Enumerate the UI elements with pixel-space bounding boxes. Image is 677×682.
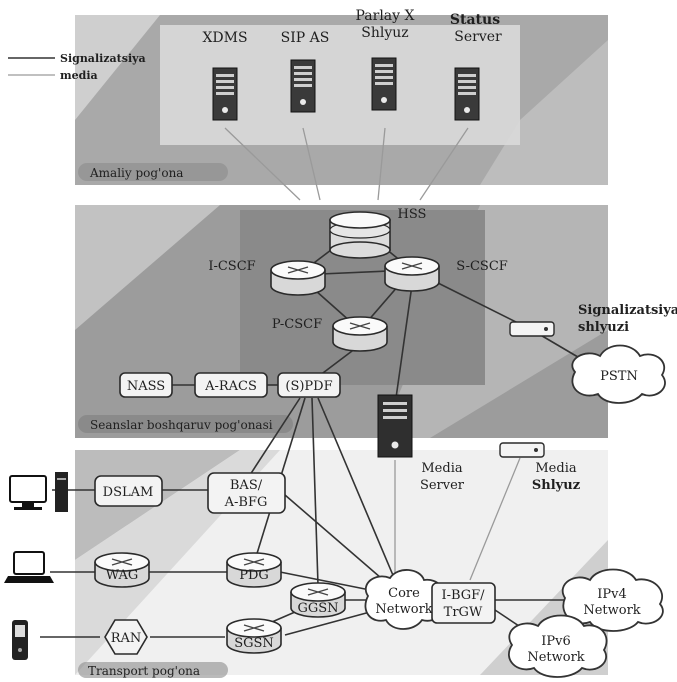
- laptop-icon: [4, 551, 54, 583]
- status-label-line1: Status: [450, 12, 500, 28]
- hss-label: HSS: [398, 207, 427, 222]
- bas-label-line2: A-BFG: [224, 495, 268, 510]
- media-gateway-label-line1: Media: [535, 461, 576, 476]
- spdf-box: (S)PDF: [277, 372, 341, 398]
- scscf-router: S-CSCF: [384, 256, 508, 292]
- server-icon: [212, 67, 238, 121]
- server-icon: [371, 57, 397, 111]
- ipv4-label-line2: Network: [583, 603, 640, 618]
- xdms-server: XDMS: [202, 30, 248, 121]
- ggsn-router: GGSN: [290, 582, 346, 618]
- ipv4-label-line1: IPv4: [597, 587, 627, 602]
- status-label-line2: Server: [454, 29, 502, 45]
- media-server-label-line2: Server: [420, 478, 465, 493]
- ipv6-network-cloud: IPv6 Network: [508, 614, 608, 678]
- media-gateway-label-line2: Shlyuz: [532, 478, 580, 493]
- session-layer-label: Seanslar boshqaruv pog'onasi: [90, 418, 273, 432]
- pcscf-router: P-CSCF: [272, 316, 388, 352]
- core-network-label-line2: Network: [375, 602, 432, 617]
- sip-as-server: SIP AS: [281, 30, 330, 113]
- media-server-label-line1: Media: [421, 461, 462, 476]
- sgsn-label: SGSN: [234, 636, 274, 651]
- pdg-router: PDG: [226, 552, 282, 588]
- router-icon: [270, 260, 326, 296]
- signal-gateway-label-line1: Signalizatsiya: [578, 303, 677, 318]
- nass-box: NASS: [119, 372, 173, 398]
- pstn-cloud: PSTN: [571, 344, 666, 404]
- wag-router: WAG: [94, 552, 150, 588]
- status-server: Status Server: [450, 12, 502, 121]
- signal-gateway: Signalizatsiya shlyuzi: [509, 303, 677, 337]
- dslam-label: DSLAM: [103, 485, 154, 500]
- wag-label: WAG: [106, 568, 139, 583]
- sip-as-label: SIP AS: [281, 30, 330, 46]
- nass-label: NASS: [127, 379, 165, 394]
- spdf-label: (S)PDF: [285, 379, 332, 394]
- sgsn-router: SGSN: [226, 618, 282, 654]
- server-icon: [290, 59, 316, 113]
- signal-legend-label: Signalizatsiya: [60, 52, 146, 65]
- ibgf-label-line2: TrGW: [444, 605, 483, 620]
- server-icon: [454, 67, 480, 121]
- application-layer: Amaliy pog'ona: [75, 15, 608, 185]
- ipv6-label-line1: IPv6: [541, 634, 571, 649]
- ran-node: RAN: [104, 619, 148, 655]
- ibgf-box: I-BGF/ TrGW: [431, 582, 496, 624]
- parlay-label-line1: Parlay X: [356, 8, 415, 24]
- ran-label: RAN: [111, 631, 142, 646]
- legend: Signalizatsiya media: [8, 52, 146, 82]
- ibgf-label-line1: I-BGF/: [441, 588, 485, 603]
- ipv4-network-cloud: IPv4 Network: [561, 568, 664, 632]
- media-server: Media Server: [377, 394, 465, 493]
- media-gateway: Media Shlyuz: [499, 442, 580, 493]
- aracs-box: A-RACS: [194, 372, 268, 398]
- bas-box: BAS/ A-BFG: [207, 472, 286, 514]
- media-legend-label: media: [60, 69, 98, 82]
- ggsn-label: GGSN: [297, 601, 338, 616]
- parlay-label-line2: Shlyuz: [361, 25, 408, 41]
- pcscf-label: P-CSCF: [272, 317, 322, 332]
- icscf-label: I-CSCF: [208, 259, 255, 274]
- ipv6-label-line2: Network: [527, 650, 584, 665]
- aracs-label: A-RACS: [204, 379, 257, 394]
- hss-database: HSS: [329, 207, 427, 259]
- transport-layer-label: Transport pog'ona: [88, 664, 200, 678]
- application-layer-label: Amaliy pog'ona: [89, 166, 183, 180]
- xdms-label: XDMS: [202, 30, 247, 46]
- desktop-computer-icon: [9, 472, 68, 512]
- router-icon: [384, 256, 440, 292]
- parlay-gateway-server: Parlay X Shlyuz: [356, 8, 415, 111]
- router-icon: [332, 316, 388, 352]
- mobile-phone-icon: [12, 620, 28, 660]
- signal-gateway-label-line2: shlyuzi: [578, 320, 629, 335]
- core-network-cloud: Core Network: [364, 569, 444, 630]
- scscf-label: S-CSCF: [456, 259, 508, 274]
- icscf-router: I-CSCF: [208, 259, 326, 296]
- bas-label-line1: BAS/: [230, 478, 263, 493]
- pdg-label: PDG: [239, 568, 269, 583]
- core-network-label-line1: Core: [388, 586, 420, 601]
- dslam-box: DSLAM: [94, 475, 163, 507]
- pstn-label: PSTN: [600, 369, 638, 384]
